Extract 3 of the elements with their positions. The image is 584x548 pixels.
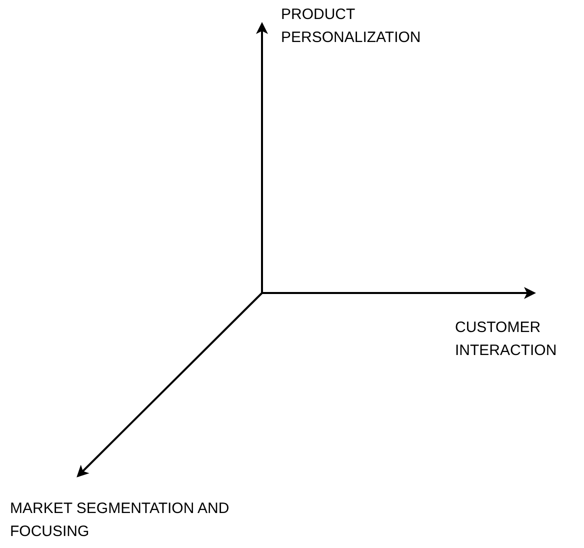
axis-label: MARKET SEGMENTATION AND FOCUSING <box>10 499 230 542</box>
axis-label: CUSTOMER INTERACTION <box>455 318 558 361</box>
axis-label: PRODUCT PERSONALIZATION <box>281 5 422 48</box>
